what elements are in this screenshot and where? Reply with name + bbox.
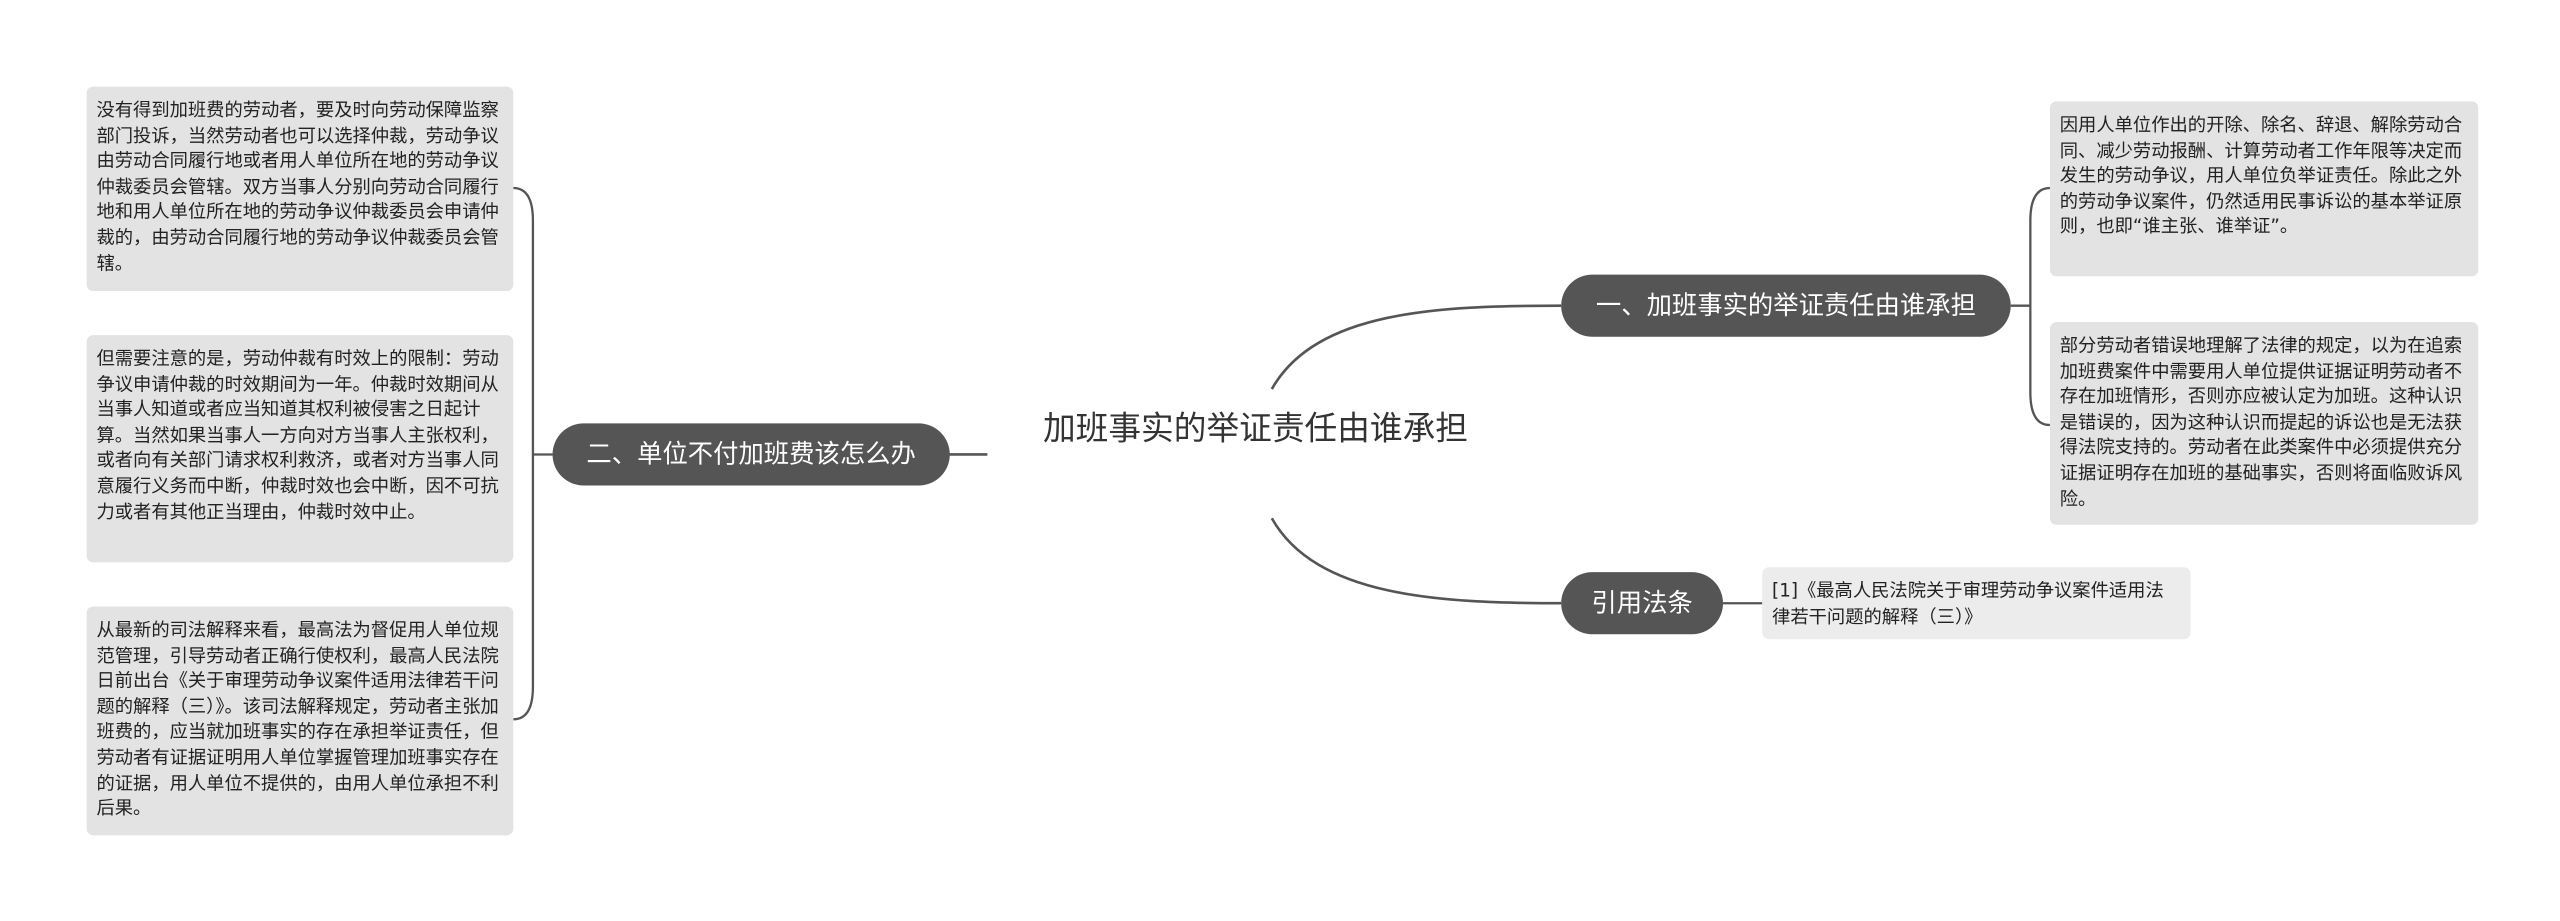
branch-burden-of-proof[interactable]: 一、加班事实的举证责任由谁承担 (1561, 274, 2011, 337)
connector-right-top-bracket (2029, 186, 2051, 427)
leaf-burden-rule[interactable]: 因用人单位作出的开除、除名、辞退、解除劳动合同、减少劳动报酬、计算劳动者工作年限… (2049, 101, 2479, 277)
leaf-arbitration-time-limit[interactable]: 但需要注意的是，劳动仲裁有时效上的限制：劳动争议申请仲裁的时效期间为一年。仲裁时… (86, 335, 514, 563)
connector-root-right-bottom (1270, 517, 1562, 605)
leaf-judicial-interpretation-text: 从最新的司法解释来看，最高法为督促用人单位规范管理，引导劳动者正确行使权利，最高… (96, 619, 499, 820)
branch-cited-laws[interactable]: 引用法条 (1561, 572, 1724, 635)
leaf-burden-misunderstanding-text: 部分劳动者错误地理解了法律的规定，以为在追索加班费案件中需要用人单位提供证据证明… (2059, 335, 2463, 510)
leaf-cited-interpretation-text: [1]《最高人民法院关于审理劳动争议案件适用法律若干问题的解释（三）》 (1772, 580, 2164, 628)
leaf-burden-rule-text: 因用人单位作出的开除、除名、辞退、解除劳动合同、减少劳动报酬、计算劳动者工作年限… (2059, 114, 2463, 238)
leaf-judicial-interpretation[interactable]: 从最新的司法解释来看，最高法为督促用人单位规范管理，引导劳动者正确行使权利，最高… (86, 606, 514, 836)
branch-unpaid-overtime-label: 二、单位不付加班费该怎么办 (586, 439, 916, 470)
root-topic[interactable]: 加班事实的举证责任由谁承担 (1041, 405, 1469, 452)
branch-burden-of-proof-label: 一、加班事实的举证责任由谁承担 (1595, 290, 1976, 321)
leaf-cited-interpretation[interactable]: [1]《最高人民法院关于审理劳动争议案件适用法律若干问题的解释（三）》 (1762, 567, 2191, 640)
leaf-arbitration-time-limit-text: 但需要注意的是，劳动仲裁有时效上的限制：劳动争议申请仲裁的时效期间为一年。仲裁时… (96, 348, 499, 523)
leaf-complaint-arbitration-text: 没有得到加班费的劳动者，要及时向劳动保障监察部门投诉，当然劳动者也可以选择仲裁，… (96, 99, 499, 274)
root-topic-title: 加班事实的举证责任由谁承担 (1042, 408, 1468, 448)
leaf-burden-misunderstanding[interactable]: 部分劳动者错误地理解了法律的规定，以为在追索加班费案件中需要用人单位提供证据证明… (2049, 322, 2479, 525)
leaf-complaint-arbitration[interactable]: 没有得到加班费的劳动者，要及时向劳动保障监察部门投诉，当然劳动者也可以选择仲裁，… (86, 86, 514, 291)
branch-unpaid-overtime[interactable]: 二、单位不付加班费该怎么办 (552, 423, 950, 486)
connector-root-right-top (1270, 304, 1562, 390)
branch-cited-laws-label: 引用法条 (1591, 588, 1693, 618)
connector-left-bracket (513, 186, 535, 721)
